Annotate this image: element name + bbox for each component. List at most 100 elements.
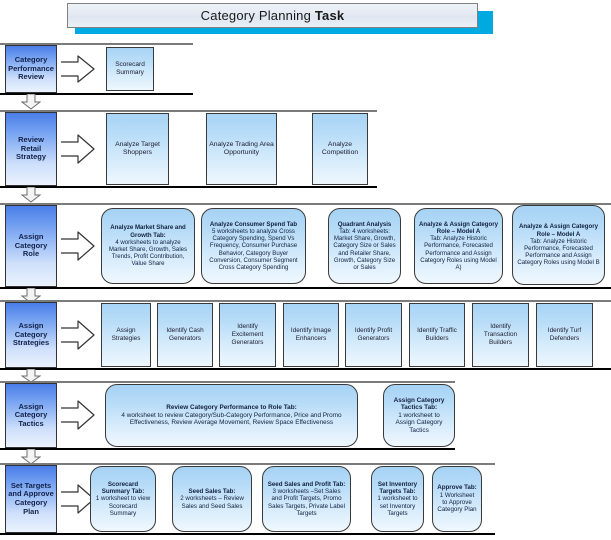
stage-label: Set Targets and Approve Category Plan: [8, 480, 54, 516]
task-card-title: Scorecard Summary: [115, 61, 145, 76]
down-arrow-icon: [21, 187, 41, 203]
stage-box-assign-category-strategies[interactable]: Assign Category Strategies: [5, 302, 57, 368]
task-card-title: Analyze Consumer Spend Tab: [209, 220, 298, 228]
page-title-regular: Category Planning: [200, 8, 315, 23]
task-card-title: Identify Profit Generators: [354, 327, 393, 342]
task-card-title: Identify Turf Defenders: [547, 327, 582, 342]
stage-box-set-targets-approve-category-plan[interactable]: Set Targets and Approve Category Plan: [5, 465, 57, 533]
down-arrow-icon: [21, 94, 41, 110]
task-card-title: Approve Tab:: [437, 484, 477, 492]
lane-top-border: [0, 110, 377, 112]
task-card-row6-4[interactable]: Approve Tab: 1 Worksheet to Approve Cate…: [432, 466, 482, 532]
flow-arrow-row-5: [60, 397, 98, 433]
task-card-row6-2[interactable]: Seed Sales and Profit Tab: 3 worksheets …: [262, 466, 351, 532]
task-card-row5-1[interactable]: Assign Category Tactics Tab: 1 worksheet…: [383, 384, 455, 447]
task-card-title: Scorecard Summary Tab:: [101, 480, 145, 496]
task-card-row1-0[interactable]: Scorecard Summary: [106, 47, 154, 91]
task-card-row6-3[interactable]: Set Inventory Targets Tab: 1 worksheet t…: [371, 466, 424, 532]
task-card-row4-7[interactable]: Identify Turf Defenders: [536, 303, 593, 367]
task-card-row4-4[interactable]: Identify Profit Generators: [345, 303, 402, 367]
lane-row-2: [0, 110, 377, 188]
page-title-banner: Category Planning Task: [67, 3, 493, 34]
task-card-title: Analyze & Assign Category Role – Model A: [419, 220, 499, 236]
chevron-right-arrow-icon: [61, 134, 95, 164]
lane-top-border: [0, 463, 495, 465]
task-card-title: Identify Image Enhancers: [290, 327, 332, 342]
task-card-title: Identify Transaction Builders: [483, 323, 518, 346]
task-card-title: Set Inventory Targets Tab:: [377, 480, 418, 496]
task-card-body: 1 worksheet to Assign Category Tactics: [395, 411, 443, 434]
banner-panel: Category Planning Task: [67, 3, 478, 28]
task-card-title: Assign Category Tactics Tab:: [393, 396, 445, 412]
lane-row-1: [0, 43, 193, 95]
task-card-row2-0[interactable]: Analyze Target Shoppers: [106, 113, 169, 185]
task-card-row5-0[interactable]: Review Category Performance to Role Tab:…: [105, 384, 358, 447]
lane-bottom-border: [0, 448, 455, 450]
task-card-body: 4 worksheet to review Category/Sub-Categ…: [121, 411, 342, 427]
lane-row-3: [0, 203, 611, 289]
task-card-title: Review Category Performance to Role Tab:: [166, 404, 297, 412]
down-arrow-icon: [21, 449, 41, 465]
connector-row2-to-row3: [21, 187, 41, 203]
task-card-title: Seed Sales Tab:: [188, 488, 236, 496]
task-card-row3-0[interactable]: Analyze Market Share and Growth Tab: 4 w…: [101, 208, 195, 284]
lane-row-5: [0, 381, 455, 450]
lane-top-border: [0, 203, 611, 205]
stage-box-assign-category-tactics[interactable]: Assign Category Tactics: [5, 383, 57, 448]
lane-top-border: [0, 43, 193, 45]
task-card-row2-2[interactable]: Analyze Competition: [312, 113, 368, 185]
task-card-row4-3[interactable]: Identify Image Enhancers: [283, 303, 339, 367]
task-card-row4-2[interactable]: Identify Excitement Generators: [219, 303, 276, 367]
connector-row3-to-row4: [21, 288, 41, 304]
chevron-right-arrow-icon: [61, 400, 95, 430]
chevron-right-arrow-icon: [61, 55, 95, 83]
lane-row-6: [0, 463, 495, 535]
task-card-body: 3 worksheets –Set Sales and Profit Targe…: [268, 488, 345, 517]
task-card-row6-1[interactable]: Seed Sales Tab: 2 worksheets – Review Sa…: [172, 466, 252, 532]
lane-row-4: [0, 300, 611, 370]
task-card-body: Tab: Analyze Historic Performance, Forec…: [420, 235, 497, 271]
task-card-title: Identify Cash Generators: [166, 327, 204, 342]
down-arrow-icon: [21, 369, 41, 383]
stage-box-assign-category-role[interactable]: Assign Category Role: [5, 205, 57, 287]
task-card-title: Analyze Competition: [321, 140, 359, 156]
stage-box-category-performance-review[interactable]: Category Performance Review: [5, 45, 57, 93]
flow-arrow-row-3: [60, 228, 98, 264]
task-card-title: Analyze Market Share and Growth Tab:: [110, 224, 186, 239]
task-card-title: Seed Sales and Profit Tab:: [267, 480, 346, 488]
task-card-title: Identify Traffic Builders: [417, 327, 457, 342]
task-card-body: 1 Worksheet to Approve Category Plan: [437, 491, 477, 514]
task-card-row4-0[interactable]: Assign Strategies: [101, 303, 151, 367]
stage-label: Assign Category Role: [14, 232, 48, 259]
task-card-body: 4 worksheets to analyze Market Share, Gr…: [108, 238, 188, 268]
task-card-row6-0[interactable]: Scorecard Summary Tab: 1 worksheet to vi…: [90, 466, 156, 532]
page-title: Category Planning Task: [201, 8, 345, 23]
task-card-title: Quadrant Analysis: [337, 220, 392, 228]
lane-top-border: [0, 381, 455, 383]
task-card-row4-1[interactable]: Identify Cash Generators: [157, 303, 213, 367]
stage-label: Assign Category Tactics: [14, 401, 48, 428]
task-card-row4-5[interactable]: Identify Traffic Builders: [409, 303, 465, 367]
task-card-body: 5 worksheets to analyze Cross Category S…: [209, 228, 298, 271]
task-card-title: Assign Strategies: [111, 327, 141, 342]
task-card-row3-1[interactable]: Analyze Consumer Spend Tab 5 worksheets …: [201, 208, 306, 284]
task-card-body: Tab: 4 worksheets: Market Share, Growth,…: [333, 228, 396, 271]
task-card-title: Analyze Target Shoppers: [115, 140, 160, 156]
stage-box-review-retail-strategy[interactable]: Review Retail Strategy: [5, 112, 57, 186]
task-card-row2-1[interactable]: Analyze Trading Area Opportunity: [206, 113, 277, 185]
task-card-title: Analyze Trading Area Opportunity: [209, 140, 274, 156]
chevron-right-arrow-icon: [61, 231, 95, 261]
stage-label: Category Performance Review: [8, 55, 54, 82]
lane-top-border: [0, 300, 611, 302]
task-card-row3-3[interactable]: Analyze & Assign Category Role – Model A…: [414, 208, 503, 284]
task-card-row4-6[interactable]: Identify Transaction Builders: [472, 303, 529, 367]
task-card-row3-4[interactable]: Analyze & Assign Category Role – Model A…: [512, 205, 605, 285]
connector-row5-to-row6: [21, 449, 41, 465]
task-card-row3-2[interactable]: Quadrant Analysis Tab: 4 worksheets: Mar…: [328, 208, 401, 284]
flow-arrow-row-1: [60, 52, 98, 86]
flow-arrow-row-2: [60, 131, 98, 167]
lane-bottom-border: [0, 93, 193, 95]
lane-bottom-border: [0, 533, 495, 535]
lane-bottom-border: [0, 186, 377, 188]
task-card-body: 2 worksheets – Review Sales and Seed Sal…: [180, 495, 244, 510]
